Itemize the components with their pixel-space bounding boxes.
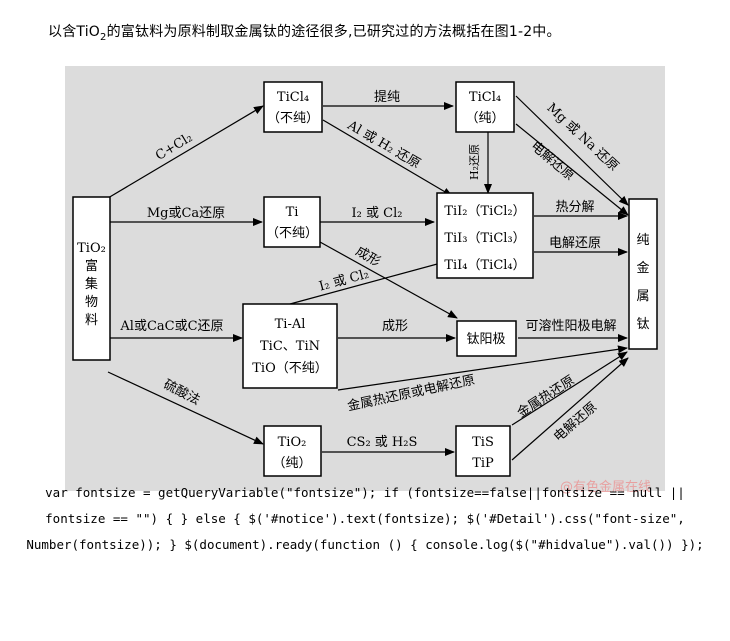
edge-mg-na-reduce [515,95,629,206]
node-ti-al-box [242,303,338,389]
edge-ticl4-to-halides [322,119,453,197]
node-tis-tip-box [455,425,511,477]
edge-label-mg-ca-reduce: Mg或Ca还原 [147,206,225,221]
intro-pre: 以含TiO [48,24,101,40]
edge-label-i2-cl2-diag: I₂ 或 Cl₂ [318,267,371,295]
node-ti-halides-line-3: TiI₄（TiCl₄） [444,258,525,273]
node-pure-ti-line-1: 纯 [636,233,649,248]
edge-label-h2-reduce: H₂还原 [468,144,481,180]
node-pure-ti-line-3: 属 [636,289,649,304]
edge-label-electrolytic-1: 电解还原 [528,139,577,184]
node-ti-halides-line-1: TiI₂（TiCl₂） [444,204,525,219]
node-ti-al-line-2: TiC、TiN [260,339,320,354]
edge-label-metal-thermal-or-electrolytic: 金属热还原或电解还原 [346,372,477,415]
node-pure-ti-line-4: 钛 [636,317,649,332]
edge-metal-thermal-or-electrolytic [337,345,628,391]
node-tio2-rich-box [72,196,111,361]
node-tio2-pure-line-2: （纯） [272,456,311,471]
edge-label-purify: 提纯 [374,89,400,105]
edge-metal-thermal [511,351,628,426]
watermark: @有色金属在线 [560,480,652,495]
script-source-text: var fontsize = getQueryVariable("fontsiz… [26,485,704,552]
node-ti-al-line-3: TiO（不纯） [252,361,328,376]
node-pure-ti-line-2: 金 [636,260,649,276]
edge-label-al-h2-reduce: Al 或 H₂ 还原 [344,118,423,172]
node-ti-halides-line-2: TiI₃（TiCl₃） [444,231,525,246]
edge-label-metal-thermal: 金属热还原 [514,372,577,421]
edge-label-i2-cl2: I₂ 或 Cl₂ [352,206,403,221]
edge-i2-cl2-diag [289,258,453,305]
node-pure-ti-box [628,198,658,350]
edge-label-soluble-anode: 可溶性阳极电解 [525,319,616,334]
edge-label-forming-1: 成形 [353,244,383,270]
node-tio2-rich-line-5: 料 [85,313,98,328]
node-ticl4-impure-box [263,81,323,133]
edge-label-electrolytic-3: 电解还原 [551,400,600,445]
node-tis-tip-line-1: TiS [472,435,494,450]
intro-sentence: 以含TiO2的富钛料为原料制取金属钛的途径很多,已研究过的方法概括在图1-2中。 [48,21,561,43]
node-tio2-rich-line-1: TiO₂ [77,241,106,256]
node-ti-halides-box [436,192,534,279]
node-tio2-rich: TiO₂ 富 集 物 料 [77,241,106,328]
edge-forming-1 [319,241,458,319]
node-ticl4-impure-line-1: TiCl₄ [277,90,309,105]
edge-label-electrolytic-2: 电解还原 [549,236,601,251]
node-ti-impure-line-1: Ti [286,205,299,220]
edge-lines [107,95,629,461]
edge-label-sulfuric-acid: 硫酸法 [161,377,203,408]
edge-sulfuric-acid [107,371,264,445]
edge-label-forming-2: 成形 [382,319,408,334]
edge-label-cs2-h2s: CS₂ 或 H₂S [347,435,418,450]
node-tio2-pure-box [263,425,322,477]
intro-post: 的富钛料为原料制取金属钛的途径很多,已研究过的方法概括在图1-2中。 [106,24,561,40]
node-tio2-rich-line-2: 富 [85,258,98,274]
edge-label-al-cac-c-reduce: Al或CaC或C还原 [119,319,223,334]
node-tio2-rich-line-4: 物 [85,295,98,310]
intro-sub: 2 [100,31,107,43]
node-tis-tip-line-2: TiP [472,456,494,471]
edge-tio2-to-ticl4-impure [107,105,264,199]
node-tio2-rich-line-3: 集 [85,276,98,292]
node-ticl4-pure-line-1: TiCl₄ [469,90,501,105]
node-ticl4-pure-box [455,81,515,133]
edge-electrolytic-3 [511,357,629,461]
edge-label-thermal-decompose: 热分解 [555,200,594,215]
node-ti-impure-line-2: （不纯） [266,226,318,241]
node-anode: 钛阳极 [466,332,505,347]
diagram-background [65,66,665,491]
edge-electrolytic-1 [515,123,629,216]
node-ticl4-pure-line-2: （纯） [465,111,504,126]
node-anode-box [456,320,517,357]
node-ticl4-impure-line-2: （不纯） [267,111,319,126]
node-ti-al-line-1: Ti-Al [275,317,306,332]
node-tio2-pure-line-1: TiO₂ [278,435,307,450]
node-ti-impure-box [263,196,321,248]
